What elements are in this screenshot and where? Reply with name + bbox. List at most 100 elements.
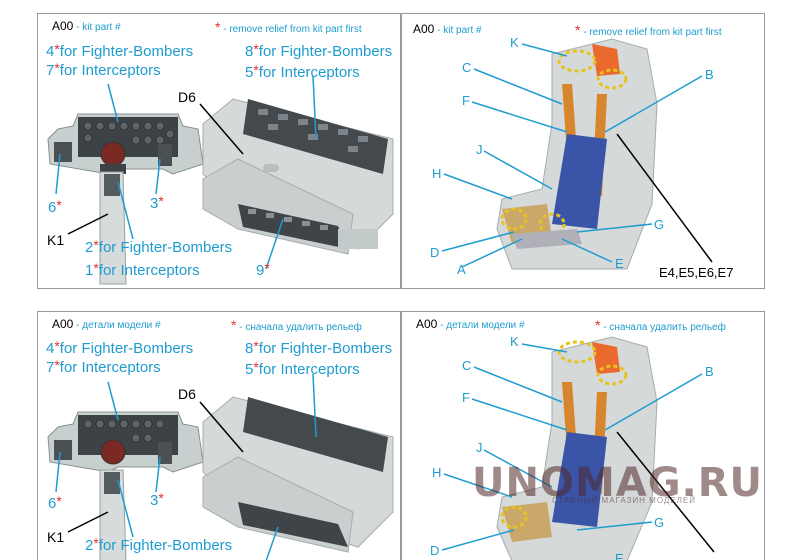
relief-note: * - сначала удалить рельеф [595,318,726,333]
callout-j: J [476,142,483,157]
header: A00 - детали модели # [52,318,161,331]
parts-label: E4,E5,E6,E7 [659,265,734,280]
part-number: 3 [150,492,159,509]
part-number: 8 [245,43,254,60]
note-text: - remove relief from kit part first [580,27,722,38]
header-text: - kit part # [73,22,121,33]
label-k1: K1 [47,529,65,545]
ejection-seat-image [496,38,658,270]
label-text: for Interceptors [59,62,161,79]
label-4: 4*for Fighter-Bombers [46,41,194,60]
watermark-subtitle: СТАБНЫЙ МАГАЗИН МОДЕЛЕЙ [552,496,696,505]
star-mark: * [54,338,60,354]
callout-k: K [510,35,519,50]
callout-h: H [432,465,442,480]
panel-bottom-right: A00 - детали модели # * - сначала удалит… [401,311,765,560]
part-number: 4 [46,43,55,60]
star-mark: * [54,60,60,76]
callout-c: C [462,60,472,75]
star-mark: * [215,19,221,35]
cockpit-illustration [47,373,394,560]
label-k1: K1 [47,232,65,248]
label-text: for Fighter-Bombers [59,340,194,357]
star-mark: * [264,260,270,276]
part-number: 9 [256,262,265,279]
part-number: 1 [85,262,94,279]
part-number: 6 [48,495,57,512]
header-text: - детали модели # [73,320,161,331]
star-mark: * [253,359,259,375]
callout-a: A [457,262,466,277]
label-3: 3* [150,193,164,211]
label-2: 2*for Fighter-Bombers [85,237,233,256]
callout-b: B [705,364,714,379]
callout-k: K [510,334,519,349]
star-mark: * [93,260,99,276]
header: A00 - kit part # [413,23,482,36]
star-mark: * [56,197,62,213]
label-text: for Interceptors [258,64,360,81]
part-number: 2 [85,239,94,256]
callout-lines [441,43,703,268]
callout-g: G [654,217,665,232]
part-number: 5 [245,361,254,378]
label-7: 7*for Interceptors [46,357,161,376]
note-text: - сначала удалить рельеф [236,322,362,333]
callout-g: G [654,515,665,530]
label-d6: D6 [178,89,196,105]
star-mark: * [231,317,237,333]
relief-note: * - сначала удалить рельеф [231,318,362,333]
part-number: 7 [46,62,55,79]
header-code: A00 [52,19,74,33]
relief-note: * - remove relief from kit part first [215,20,362,35]
callout-c: C [462,358,472,373]
part-number: 7 [46,359,55,376]
header-text: - kit part # [434,25,482,36]
header-text: - детали модели # [437,320,525,331]
callout-b: B [705,67,714,82]
callout-f: F [462,390,470,405]
star-mark: * [158,193,164,209]
label-8: 8*for Fighter-Bombers [245,42,393,60]
part-number: 6 [48,199,57,216]
star-mark: * [54,357,60,373]
star-mark: * [93,535,99,551]
label-text: for Fighter-Bombers [98,537,233,554]
label-1: 1*for Interceptors [85,260,200,279]
side-console-image [202,98,394,255]
label-3: 3* [150,490,164,509]
star-mark: * [93,237,99,253]
label-text: for Fighter-Bombers [98,239,233,256]
label-6: 6* [48,197,62,216]
label-6: 6* [48,494,62,512]
label-text: for Fighter-Bombers [258,340,393,357]
part-number: 4 [46,340,55,357]
label-9: 9* [256,260,270,279]
star-mark: * [54,41,60,57]
label-5: 5*for Interceptors [245,359,360,378]
panel-top-left: A00 - kit part # * - remove relief from … [37,13,401,289]
label-7: 7*for Interceptors [46,60,161,79]
header-code: A00 [413,22,435,36]
part-number: 2 [85,537,94,554]
instrument-panel-image [47,411,204,560]
callout-d: D [430,543,440,558]
callout-f: F [462,93,470,108]
header-code: A00 [416,317,438,331]
ejection-seat-image [496,336,658,560]
callout-d: D [430,245,440,260]
note-text: - remove relief from kit part first [220,24,362,35]
label-text: for Fighter-Bombers [258,43,393,60]
cockpit-illustration [47,75,394,285]
note-text: - сначала удалить рельеф [600,322,726,333]
panel-bottom-left: A00 - детали модели # * - сначала удалит… [37,311,401,560]
label-text: for Fighter-Bombers [59,43,194,60]
callout-lines [55,75,317,270]
star-mark: * [158,490,164,506]
star-mark: * [575,22,581,38]
part-number: 8 [245,340,254,357]
header-code: A00 [52,317,74,331]
label-text: for Interceptors [98,262,200,279]
callout-e: E [615,551,624,560]
label-d6: D6 [178,386,196,402]
